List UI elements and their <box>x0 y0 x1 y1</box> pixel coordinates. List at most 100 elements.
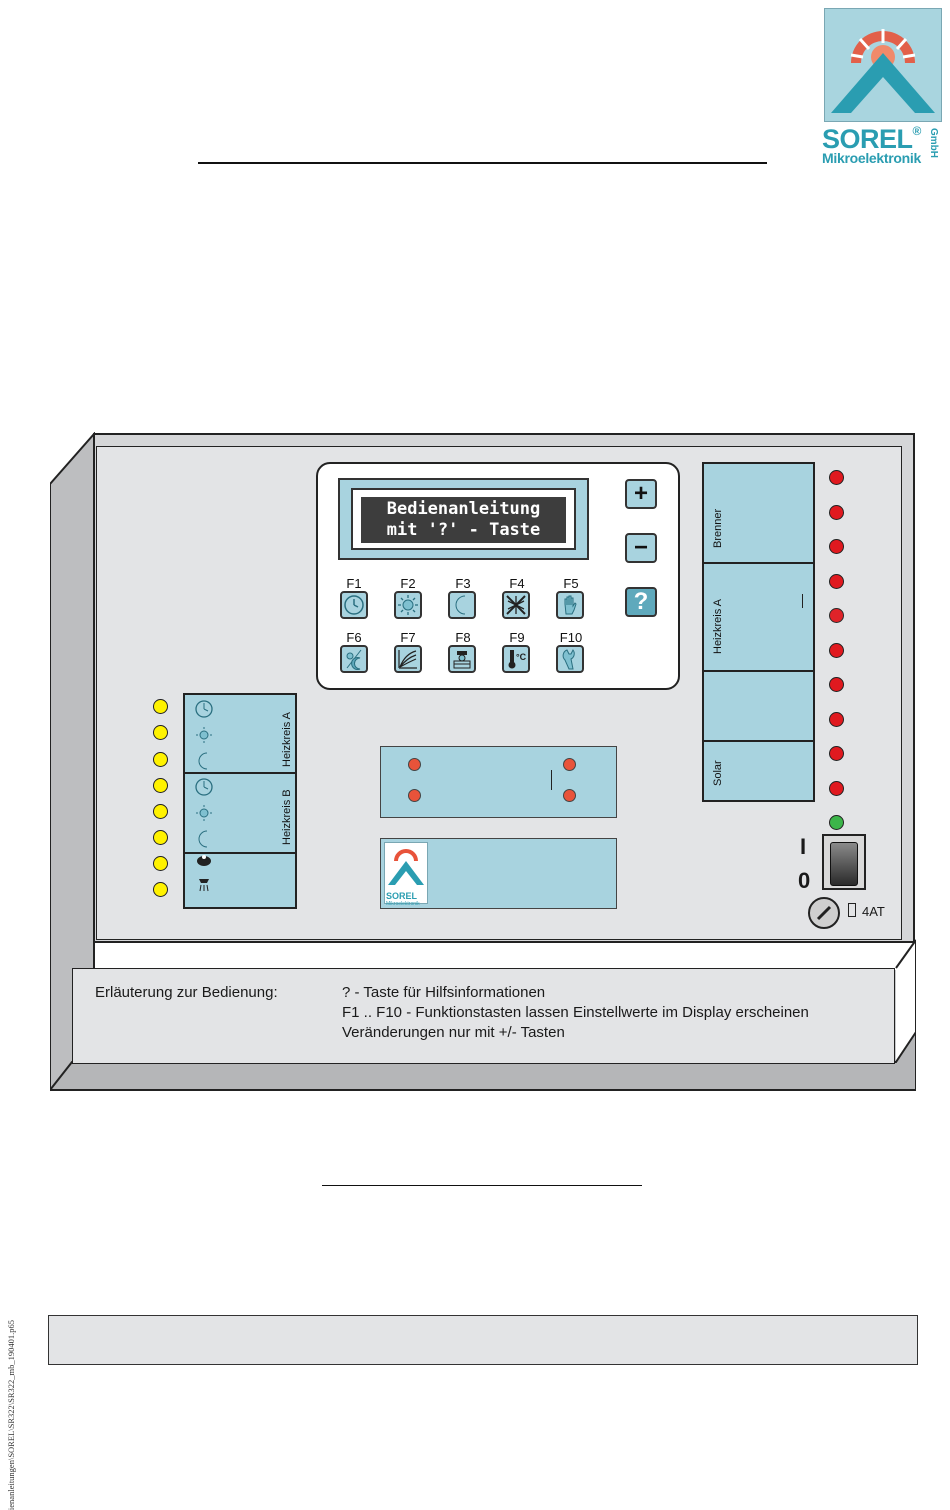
relay-cell-empty <box>704 672 813 742</box>
sun-icon <box>196 727 212 743</box>
f5-button[interactable] <box>556 591 584 619</box>
plus-button[interactable]: + <box>625 479 657 509</box>
f6-button[interactable] <box>340 645 368 673</box>
f10-button[interactable] <box>556 645 584 673</box>
wrench-icon <box>562 649 575 670</box>
mode-label-circuit-b: Heizkreis B <box>281 789 293 845</box>
f7-button[interactable] <box>394 645 422 673</box>
minus-button[interactable]: − <box>625 533 657 563</box>
instruction-line-3: Veränderungen nur mit +/- Tasten <box>342 1024 565 1041</box>
panel-logo-subtitle: Mikroelektronik <box>386 901 420 907</box>
relay-cell-circuit-a: Heizkreis A <box>704 564 813 672</box>
relay-led-10 <box>829 781 844 796</box>
f3-button[interactable] <box>448 591 476 619</box>
moon-icon <box>198 752 208 770</box>
piggy-bank-icon <box>197 855 211 866</box>
instruction-title: Erläuterung zur Bedienung: <box>95 984 278 1001</box>
relay-cell-solar: Solar <box>704 742 813 800</box>
relay-cell-burner: Brenner <box>704 464 813 564</box>
fuse-slot-icon <box>816 905 832 921</box>
relay-led-3 <box>829 539 844 554</box>
shower-icon <box>199 879 209 892</box>
sorel-logo <box>824 8 942 122</box>
f6-label: F6 <box>346 630 362 645</box>
f1-label: F1 <box>346 576 362 591</box>
status-led-6 <box>153 830 168 845</box>
power-switch-rocker[interactable] <box>830 842 858 886</box>
help-button[interactable]: ? <box>625 587 657 617</box>
chimney-sweep-icon <box>453 651 471 669</box>
status-led-1 <box>153 699 168 714</box>
relay-mark <box>802 594 803 608</box>
status-led-4 <box>153 778 168 793</box>
logo-subtitle: Mikroelektronik <box>822 150 921 166</box>
sun-icon <box>398 595 418 615</box>
status-led-8 <box>153 882 168 897</box>
lcd-line-2: mit '?' - Taste <box>386 520 541 540</box>
switch-on-label: I <box>800 834 807 859</box>
relay-led-5 <box>829 608 844 623</box>
file-path: ienanleitungen\SOREL\SR322\SR322_mb_1904… <box>6 1320 16 1510</box>
relay-led-8 <box>829 712 844 727</box>
mode-divider-2 <box>185 852 295 854</box>
f8-label: F8 <box>455 630 471 645</box>
relay-led-9 <box>829 746 844 761</box>
clock-icon <box>344 595 364 615</box>
section-rule <box>322 1185 642 1186</box>
fuse-icon <box>848 903 856 917</box>
switch-off-label: 0 <box>798 868 811 893</box>
f10-label: F10 <box>559 630 583 645</box>
relay-led-7 <box>829 677 844 692</box>
f2-label: F2 <box>400 576 416 591</box>
panel-logo: SOREL Mikroelektronik <box>384 842 428 907</box>
sun-moon-icon <box>346 649 362 670</box>
title-rule <box>198 162 767 164</box>
f5-label: F5 <box>563 576 579 591</box>
clock-icon <box>195 700 213 718</box>
relay-label-burner: Brenner <box>712 508 724 548</box>
mode-icons <box>195 700 213 892</box>
frost-off-icon <box>506 595 526 615</box>
status-small-led-2 <box>408 789 421 802</box>
relay-label-circuit-a: Heizkreis A <box>712 598 724 654</box>
footer-box <box>48 1315 918 1365</box>
relay-led-4 <box>829 574 844 589</box>
mode-divider-1 <box>185 772 295 774</box>
status-led-7 <box>153 856 168 871</box>
power-led <box>829 815 844 830</box>
panel-logo-brand: SOREL <box>386 891 418 901</box>
logo-brand-text: SOREL <box>822 124 913 154</box>
sun-icon <box>196 805 212 821</box>
f9-label: F9 <box>509 630 525 645</box>
status-mark <box>551 770 552 790</box>
relay-led-6 <box>829 643 844 658</box>
fuse-holder[interactable] <box>808 897 840 929</box>
status-small-led-3 <box>563 758 576 771</box>
sun-mountain-logo-icon <box>831 29 935 113</box>
lcd-display: Bedienanleitung mit '?' - Taste <box>361 497 566 543</box>
status-small-led-4 <box>563 789 576 802</box>
logo-brand: SOREL® <box>822 124 932 155</box>
fuse-rating: 4AT <box>862 904 885 919</box>
relay-led-1 <box>829 470 844 485</box>
status-led-panel <box>380 746 617 818</box>
f9-button[interactable]: °C <box>502 645 530 673</box>
sun-mountain-logo-icon <box>388 849 424 885</box>
f4-button[interactable] <box>502 591 530 619</box>
f8-button[interactable] <box>448 645 476 673</box>
status-led-5 <box>153 804 168 819</box>
mode-indicator-panel: Heizkreis A Heizkreis B <box>183 693 297 909</box>
relay-led-2 <box>829 505 844 520</box>
moon-icon <box>198 830 208 848</box>
svg-text:°C: °C <box>516 652 527 662</box>
clock-icon <box>195 778 213 796</box>
f2-button[interactable] <box>394 591 422 619</box>
f1-button[interactable] <box>340 591 368 619</box>
heating-curve-icon <box>398 650 417 669</box>
lcd-line-1: Bedienanleitung <box>386 499 541 519</box>
relay-output-panel: Brenner Heizkreis A Solar <box>702 462 815 802</box>
status-small-led-1 <box>408 758 421 771</box>
f3-label: F3 <box>455 576 471 591</box>
instruction-line-1: ? - Taste für Hilfsinformationen <box>342 984 546 1001</box>
instruction-line-2: F1 .. F10 - Funktionstasten lassen Einst… <box>342 1004 809 1021</box>
